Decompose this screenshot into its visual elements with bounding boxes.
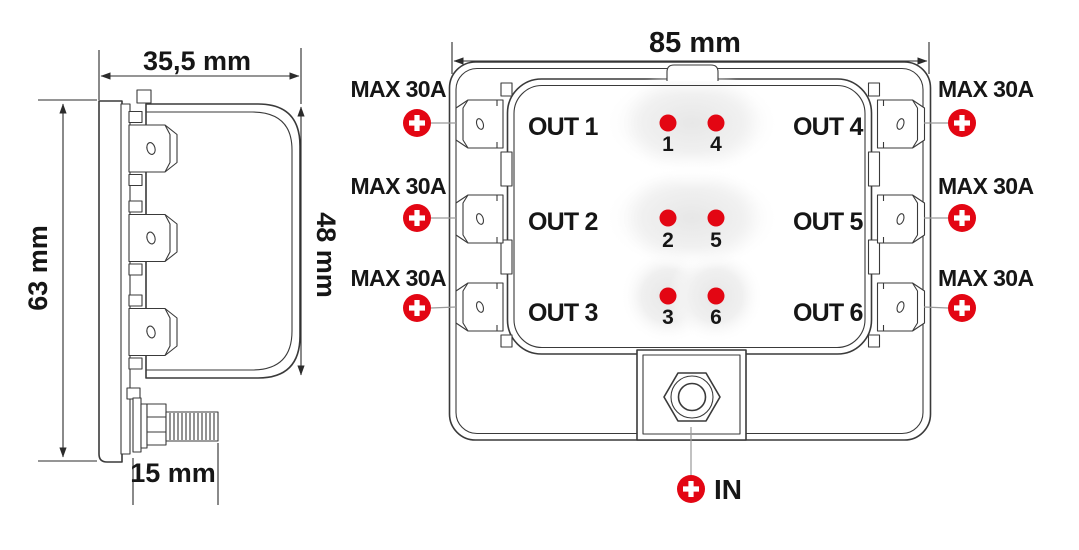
front-view: 85 mm <box>351 27 1035 505</box>
stud-hex-nut <box>146 403 167 446</box>
terminal-column-right <box>867 82 926 348</box>
out-label-6: OUT 6 <box>793 299 863 327</box>
input-stud-block <box>636 349 747 441</box>
out-label-1: OUT 1 <box>528 113 599 141</box>
max-30a-label: MAX 30A <box>351 265 447 291</box>
plus-icon <box>677 475 705 503</box>
plus-icon <box>948 109 976 137</box>
stud-lock-washer <box>140 403 148 449</box>
terminal-column-left <box>455 82 513 348</box>
callout-connectors <box>430 122 949 475</box>
fuse-number-4: 4 <box>710 133 722 156</box>
terminal-tab-out6 <box>876 282 926 332</box>
fuse-number-6: 6 <box>710 306 722 329</box>
fuse-slot-rib <box>500 151 513 187</box>
max-callouts-right: MAX 30A MAX 30A MAX 30A <box>938 76 1034 322</box>
side-view: 63 mm 35,5 mm <box>23 46 341 505</box>
fuse-slot-rib <box>867 151 881 187</box>
max-30a-label: MAX 30A <box>938 265 1034 291</box>
out-label-5: OUT 5 <box>793 208 864 236</box>
max-30a-label: MAX 30A <box>938 173 1034 199</box>
fuse-number-5: 5 <box>710 229 722 252</box>
fuse-number-1: 1 <box>662 133 674 156</box>
dot-icon-2 <box>659 209 677 227</box>
terminal-tab-out1 <box>455 99 504 149</box>
dot-icon-4 <box>707 114 725 132</box>
fuse-slot-rib <box>500 239 513 275</box>
in-label: IN <box>714 474 742 505</box>
fuse-indicators: 1 4 2 5 3 6 <box>659 114 725 329</box>
terminal-tab-out3 <box>455 282 504 332</box>
lid <box>506 64 873 355</box>
dim-cover-48: 48 mm <box>297 106 341 376</box>
input-callout: IN <box>677 474 742 505</box>
dim-height-63-label: 63 mm <box>23 225 53 311</box>
dim-stud-15-label: 15 mm <box>130 458 216 488</box>
dot-icon-6 <box>707 287 725 305</box>
fuse-slot-rib <box>867 334 881 348</box>
fuse-slot-rib <box>867 239 881 275</box>
plus-icon <box>403 204 431 232</box>
dot-icon-5 <box>707 209 725 227</box>
stud-washer <box>132 397 142 453</box>
stud-thread <box>165 411 219 442</box>
max-30a-label: MAX 30A <box>351 76 447 102</box>
fuse-slot-rib <box>500 82 513 97</box>
input-hex-nut <box>663 372 721 422</box>
fuse-number-2: 2 <box>662 229 674 252</box>
dim-stud-15: 15 mm <box>130 443 219 505</box>
terminal-tab-out5 <box>876 194 926 244</box>
max-30a-label: MAX 30A <box>938 76 1034 102</box>
out-label-4: OUT 4 <box>793 113 864 141</box>
dim-height-63: 63 mm <box>23 99 97 462</box>
dot-icon-3 <box>659 287 677 305</box>
out-label-2: OUT 2 <box>528 208 598 236</box>
mounting-stud <box>126 387 219 453</box>
fuse-slot-rib <box>867 82 881 97</box>
dim-width-35-5: 35,5 mm <box>98 46 302 104</box>
fuse-number-3: 3 <box>662 306 674 329</box>
lid-latch-tab <box>666 64 719 81</box>
dot-icon-1 <box>659 114 677 132</box>
side-profile-cover <box>145 103 301 379</box>
dim-width-85: 85 mm <box>451 27 930 74</box>
fuse-slot-rib <box>500 334 513 348</box>
plus-icon <box>948 294 976 322</box>
plus-icon <box>403 109 431 137</box>
dim-width-35-5-label: 35,5 mm <box>143 46 251 76</box>
max-callouts-left: MAX 30A MAX 30A MAX 30A <box>351 76 447 322</box>
terminal-tab-out2 <box>455 194 504 244</box>
plus-icon <box>948 204 976 232</box>
dim-cover-48-label: 48 mm <box>311 212 341 298</box>
side-profile-back-plate <box>98 89 152 463</box>
out-label-3: OUT 3 <box>528 299 598 327</box>
max-30a-label: MAX 30A <box>351 173 447 199</box>
terminal-tab-out4 <box>876 99 926 149</box>
dim-width-85-label: 85 mm <box>649 27 741 59</box>
plus-icon <box>403 294 431 322</box>
